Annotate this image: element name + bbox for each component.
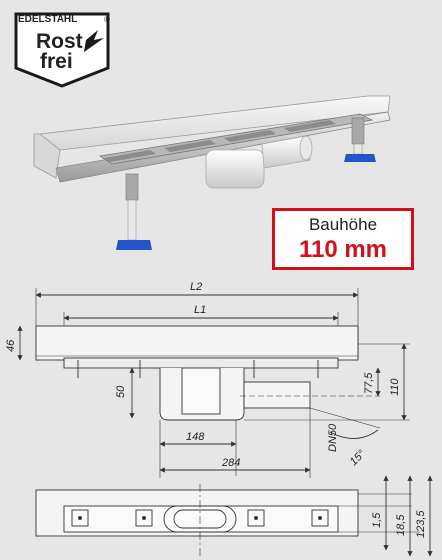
right-foot-pad [344,154,376,162]
fixing-hole-center [142,516,146,520]
label-w148: 148 [186,431,205,443]
side-view-drawing [17,288,410,478]
rostfrei-logo: EDELSTAHL ® Rost frei [14,12,110,88]
build-height-value: 110 mm [298,236,388,263]
label-h77: 77,5 [363,372,375,394]
fixing-hole-center [318,516,322,520]
grate-slot [224,130,276,142]
left-foot-pad [116,240,152,250]
logo-top-text: EDELSTAHL [18,14,77,25]
label-w284: 284 [221,457,240,469]
logo-registered-mark: ® [104,15,110,24]
fixing-hole [247,509,265,527]
label-h50: 50 [115,385,127,398]
channel-side-body [35,325,359,361]
grate-slot [284,120,336,132]
left-leg-rod [127,199,137,241]
fixing-hole [71,509,89,527]
build-height-badge: Bauhöhe 110 mm [272,208,414,270]
logo-text-rost: Rost [36,30,83,53]
label-d15: 1,5 [371,512,383,528]
grate-slot [164,140,216,152]
top-view-labels: 1,5 18,5 123,5 [371,510,427,538]
build-height-label: Bauhöhe [308,215,378,234]
label-h110: 110 [389,378,401,396]
label-d1235: 123,5 [415,510,427,538]
outlet-side-pipe [243,381,311,409]
label-d185: 18,5 [395,514,407,536]
logo-text-frei: frei [40,50,73,73]
fixing-hole [135,509,153,527]
fixing-hole [311,509,329,527]
right-leg-bracket [351,117,365,145]
siphon-body [205,149,265,189]
outlet-pipe-end [299,135,313,161]
product-illustration [33,95,391,250]
right-leg-rod [353,143,363,155]
channel-lower-body [63,357,339,369]
left-leg-bracket [125,173,139,201]
logo-bird-icon [84,30,104,52]
siphon-inner [181,367,221,415]
label-dn50: DN50 [327,423,339,452]
side-view-labels: L2 L1 46 50 77,5 110 148 284 DN50 15° [5,281,401,469]
angle-arc [329,429,379,439]
angle-ray [309,407,381,429]
grate-slot [104,150,156,162]
label-angle: 15° [348,447,369,468]
fixing-hole-center [78,516,82,520]
wall-plate-end [33,133,61,179]
top-view-drawing [35,475,433,558]
fixing-hole-center [254,516,258,520]
label-l2: L2 [190,281,202,293]
label-l1: L1 [194,304,206,316]
outlet-pipe [261,135,311,169]
label-h46: 46 [5,339,17,352]
